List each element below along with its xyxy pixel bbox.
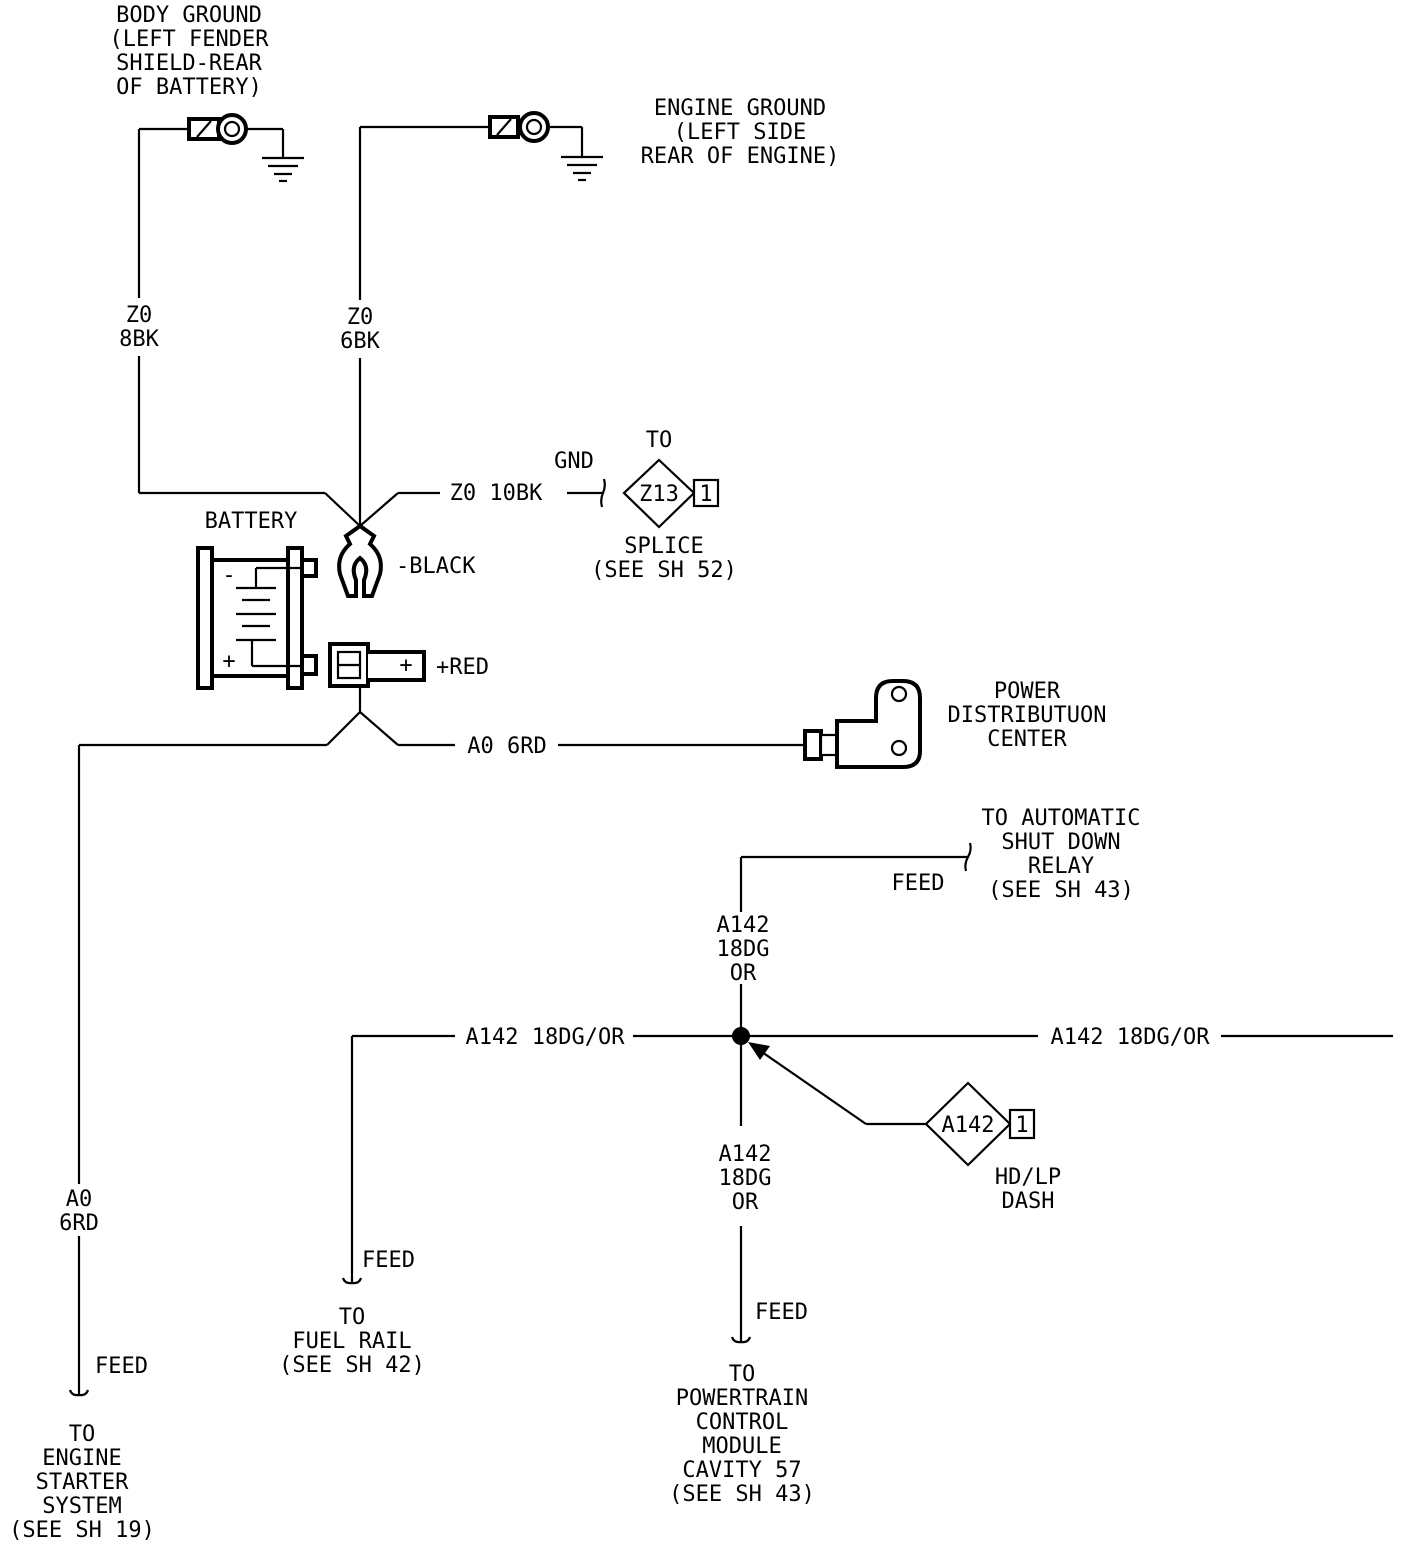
power-distribution-center-icon [803, 679, 922, 769]
svg-text:OR: OR [730, 961, 757, 986]
svg-text:SHIELD-REAR: SHIELD-REAR [116, 51, 262, 76]
wire-a142-left-label: A142 18DG/OR [466, 1025, 626, 1050]
svg-text:MODULE: MODULE [702, 1434, 781, 1459]
svg-text:1: 1 [699, 482, 712, 507]
svg-text:Z13: Z13 [639, 482, 679, 507]
wire-a142-bottom-label: A142 18DG OR [719, 1142, 772, 1215]
svg-text:SYSTEM: SYSTEM [42, 1494, 121, 1519]
svg-text:TO: TO [729, 1362, 756, 1387]
svg-text:STARTER: STARTER [36, 1470, 129, 1495]
svg-text:OF BATTERY): OF BATTERY) [116, 75, 262, 100]
hd-lp-connector-icon: A142 1 [924, 1081, 1036, 1167]
wire-z0-10bk-label: Z0 10BK [450, 481, 543, 506]
svg-text:TO: TO [69, 1422, 96, 1447]
wire-a142-fuel-rail [341, 1036, 363, 1285]
wire-z0-8bk [137, 129, 361, 527]
svg-text:HD/LP: HD/LP [995, 1165, 1061, 1190]
svg-text:(SEE SH 42): (SEE SH 42) [279, 1353, 425, 1378]
wire-z0-10bk [359, 478, 606, 527]
pcm-feed-label: FEED [755, 1300, 808, 1325]
svg-text:CONTROL: CONTROL [696, 1410, 789, 1435]
wire-z0-8bk-label: Z0 8BK [119, 303, 159, 352]
battery-icon: - + [196, 546, 318, 690]
wire-a142-top-label: A142 18DG OR [717, 913, 770, 986]
gnd-label: GND [554, 449, 594, 474]
pdc-label: POWER DISTRIBUTUON CENTER [948, 679, 1107, 752]
svg-text:6BK: 6BK [340, 329, 380, 354]
svg-text:TO: TO [339, 1305, 366, 1330]
positive-terminal-label: +RED [436, 655, 489, 680]
body-ground-symbol-icon [262, 156, 304, 183]
svg-text:ENGINE: ENGINE [42, 1446, 121, 1471]
wire-z0-6bk-label: Z0 6BK [340, 305, 380, 354]
svg-text:(SEE SH 43): (SEE SH 43) [669, 1482, 815, 1507]
svg-text:SPLICE: SPLICE [624, 534, 703, 559]
svg-text:+: + [399, 653, 412, 678]
splice-to-label: TO [646, 428, 673, 453]
svg-text:POWERTRAIN: POWERTRAIN [676, 1386, 808, 1411]
battery-label: BATTERY [205, 509, 298, 534]
svg-text:OR: OR [732, 1190, 759, 1215]
splice-label: SPLICE (SEE SH 52) [591, 534, 737, 583]
asd-feed-label: FEED [892, 871, 945, 896]
svg-text:SHUT DOWN: SHUT DOWN [1001, 830, 1120, 855]
svg-text:+: + [222, 649, 235, 674]
starter-feed-label: FEED [95, 1354, 148, 1379]
svg-text:-: - [222, 563, 235, 588]
svg-text:A142: A142 [942, 1113, 995, 1138]
svg-text:A142: A142 [717, 913, 770, 938]
svg-text:BODY GROUND: BODY GROUND [116, 3, 262, 28]
svg-text:A0: A0 [66, 1187, 93, 1212]
svg-text:(SEE SH 19): (SEE SH 19) [9, 1518, 155, 1543]
fuel-rail-label: TO FUEL RAIL (SEE SH 42) [279, 1305, 425, 1378]
positive-terminal-clamp-icon: + [328, 642, 426, 688]
svg-text:8BK: 8BK [119, 327, 159, 352]
starter-label: TO ENGINE STARTER SYSTEM (SEE SH 19) [9, 1422, 155, 1543]
svg-text:1: 1 [1015, 1113, 1028, 1138]
svg-text:18DG: 18DG [717, 937, 770, 962]
engine-ground-eyelet-icon [360, 111, 584, 157]
svg-text:ENGINE GROUND: ENGINE GROUND [654, 96, 826, 121]
asd-relay-label: TO AUTOMATIC SHUT DOWN RELAY (SEE SH 43) [982, 806, 1141, 903]
svg-text:18DG: 18DG [719, 1166, 772, 1191]
body-ground-eyelet-icon [139, 113, 285, 158]
svg-text:TO AUTOMATIC: TO AUTOMATIC [982, 806, 1141, 831]
svg-text:FUEL RAIL: FUEL RAIL [292, 1329, 411, 1354]
wire-a142-right-label: A142 18DG/OR [1051, 1025, 1211, 1050]
svg-text:CENTER: CENTER [987, 727, 1067, 752]
svg-text:(SEE SH 52): (SEE SH 52) [591, 558, 737, 583]
wire-a142-pcm [730, 1036, 752, 1344]
hd-lp-label: HD/LP DASH [995, 1165, 1061, 1214]
negative-terminal-clamp-icon [337, 523, 383, 598]
svg-text:DISTRIBUTUON: DISTRIBUTUON [948, 703, 1107, 728]
body-ground-label: BODY GROUND (LEFT FENDER SHIELD-REAR OF … [110, 3, 270, 100]
svg-text:Z0: Z0 [126, 303, 153, 328]
svg-text:DASH: DASH [1002, 1189, 1055, 1214]
svg-text:REAR OF ENGINE): REAR OF ENGINE) [641, 144, 840, 169]
svg-text:(LEFT SIDE: (LEFT SIDE [674, 120, 806, 145]
hd-lp-arrow-wire [748, 1042, 929, 1126]
wire-a0-6rd-vertical [68, 745, 90, 1397]
svg-text:CAVITY 57: CAVITY 57 [682, 1458, 801, 1483]
fuel-rail-feed-label: FEED [362, 1248, 415, 1273]
svg-text:RELAY: RELAY [1028, 854, 1094, 879]
svg-text:POWER: POWER [994, 679, 1061, 704]
svg-text:A142: A142 [719, 1142, 772, 1167]
svg-text:6RD: 6RD [59, 1211, 99, 1236]
wire-a0-6rd-vertical-label: A0 6RD [59, 1187, 99, 1236]
svg-text:(SEE SH 43): (SEE SH 43) [988, 878, 1134, 903]
engine-ground-symbol-icon [561, 155, 603, 182]
wire-a0-6rd-label: A0 6RD [467, 734, 546, 759]
wire-a0-6rd [79, 686, 805, 747]
splice-z13-connector-icon: Z13 1 [622, 458, 720, 529]
negative-terminal-label: -BLACK [396, 554, 476, 579]
engine-ground-label: ENGINE GROUND (LEFT SIDE REAR OF ENGINE) [641, 96, 840, 169]
pcm-label: TO POWERTRAIN CONTROL MODULE CAVITY 57 (… [669, 1362, 815, 1507]
svg-text:Z0: Z0 [347, 305, 374, 330]
svg-text:(LEFT FENDER: (LEFT FENDER [110, 27, 270, 52]
